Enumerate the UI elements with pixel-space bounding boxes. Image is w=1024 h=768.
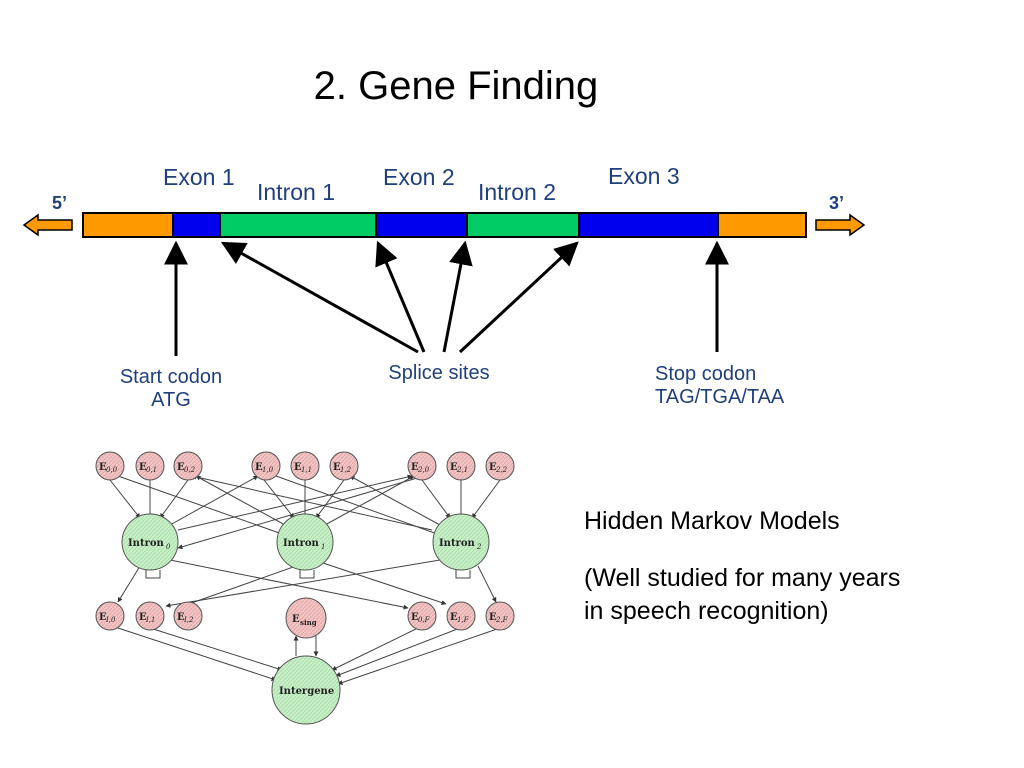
svg-text:E: E — [292, 614, 300, 625]
exon-2-label: Exon 2 — [383, 164, 455, 190]
svg-text:E: E — [489, 612, 497, 623]
hmm-graph — [109, 474, 501, 685]
svg-text:Intron: Intron — [128, 538, 165, 549]
exon-1-label: Exon 1 — [163, 164, 235, 190]
splice-arrow-1 — [220, 241, 419, 354]
intergene-node: Intergene — [271, 655, 341, 725]
svg-text:Intergene: Intergene — [279, 686, 334, 697]
svg-text:0,2: 0,2 — [184, 466, 196, 474]
splice-sites-label: Splice sites — [388, 362, 490, 384]
svg-text:0: 0 — [166, 543, 171, 551]
start-codon-callout: Start codon ATG — [98, 366, 244, 412]
svg-text:I,0: I,0 — [105, 616, 116, 624]
exon-1-segment — [172, 212, 221, 238]
stop-codon-callout: Stop codon TAG/TGA/TAA — [655, 363, 784, 409]
three-prime-label: 3’ — [829, 193, 845, 213]
svg-text:2,F: 2,F — [495, 616, 509, 624]
svg-text:1: 1 — [321, 543, 325, 551]
svg-text:Intron: Intron — [283, 538, 320, 549]
intron-1-label: Intron 1 — [257, 179, 335, 205]
svg-text:0,F: 0,F — [418, 616, 431, 624]
svg-text:1,2: 1,2 — [340, 466, 352, 474]
hmm-heading: Hidden Markov Models — [584, 507, 840, 535]
svg-text:1,0: 1,0 — [262, 466, 274, 474]
five-prime-arrow — [22, 213, 73, 237]
exon-3-label: Exon 3 — [608, 163, 680, 189]
stop-codon-label: Stop codon — [655, 363, 757, 385]
svg-text:E: E — [139, 612, 147, 623]
start-codon-sequence: ATG — [151, 389, 191, 411]
svg-text:I,1: I,1 — [145, 616, 155, 624]
utr-5-segment — [82, 212, 174, 238]
splice-arrow-3 — [442, 240, 473, 353]
svg-text:E: E — [99, 462, 107, 473]
slide-title: 2. Gene Finding — [313, 64, 599, 108]
svg-text:E: E — [450, 612, 458, 623]
svg-text:0,0: 0,0 — [106, 466, 118, 474]
exon-2-segment — [375, 212, 468, 238]
svg-text:E: E — [411, 612, 419, 623]
hmm-note: (Well studied for many years in speech r… — [584, 562, 900, 628]
utr-3-segment — [717, 212, 807, 238]
intron-2-segment — [466, 212, 580, 238]
stop-codon-sequences: TAG/TGA/TAA — [655, 386, 785, 408]
svg-text:2,1: 2,1 — [456, 466, 468, 474]
svg-text:1,F: 1,F — [457, 616, 470, 624]
svg-text:1,1: 1,1 — [301, 466, 312, 474]
svg-text:2,0: 2,0 — [417, 466, 430, 474]
svg-text:E: E — [489, 462, 497, 473]
exon-3-segment — [578, 212, 719, 238]
svg-text:2,2: 2,2 — [495, 466, 508, 474]
intron-1-segment — [219, 212, 377, 238]
svg-text:E: E — [177, 462, 185, 473]
svg-text:I,2: I,2 — [183, 616, 194, 624]
splice-arrow-4 — [458, 241, 579, 354]
svg-text:2: 2 — [476, 543, 482, 551]
svg-text:sing: sing — [300, 618, 317, 627]
svg-text:E: E — [99, 612, 107, 623]
svg-text:E: E — [333, 462, 341, 473]
start-codon-label: Start codon — [119, 366, 223, 388]
five-prime-label: 5’ — [52, 193, 68, 213]
three-prime-arrow — [815, 213, 866, 237]
svg-text:0,1: 0,1 — [146, 466, 157, 474]
svg-text:E: E — [139, 462, 147, 473]
svg-text:Intron: Intron — [439, 538, 476, 549]
svg-text:E: E — [255, 462, 263, 473]
svg-text:E: E — [294, 462, 302, 473]
svg-text:E: E — [411, 462, 419, 473]
intron-2-label: Intron 2 — [478, 179, 556, 205]
splice-arrow-2 — [375, 240, 426, 353]
svg-text:E: E — [177, 612, 185, 623]
hmm-note-line-2: in speech recognition) — [584, 597, 829, 625]
hmm-note-line-1: (Well studied for many years — [584, 564, 901, 592]
svg-text:E: E — [450, 462, 458, 473]
